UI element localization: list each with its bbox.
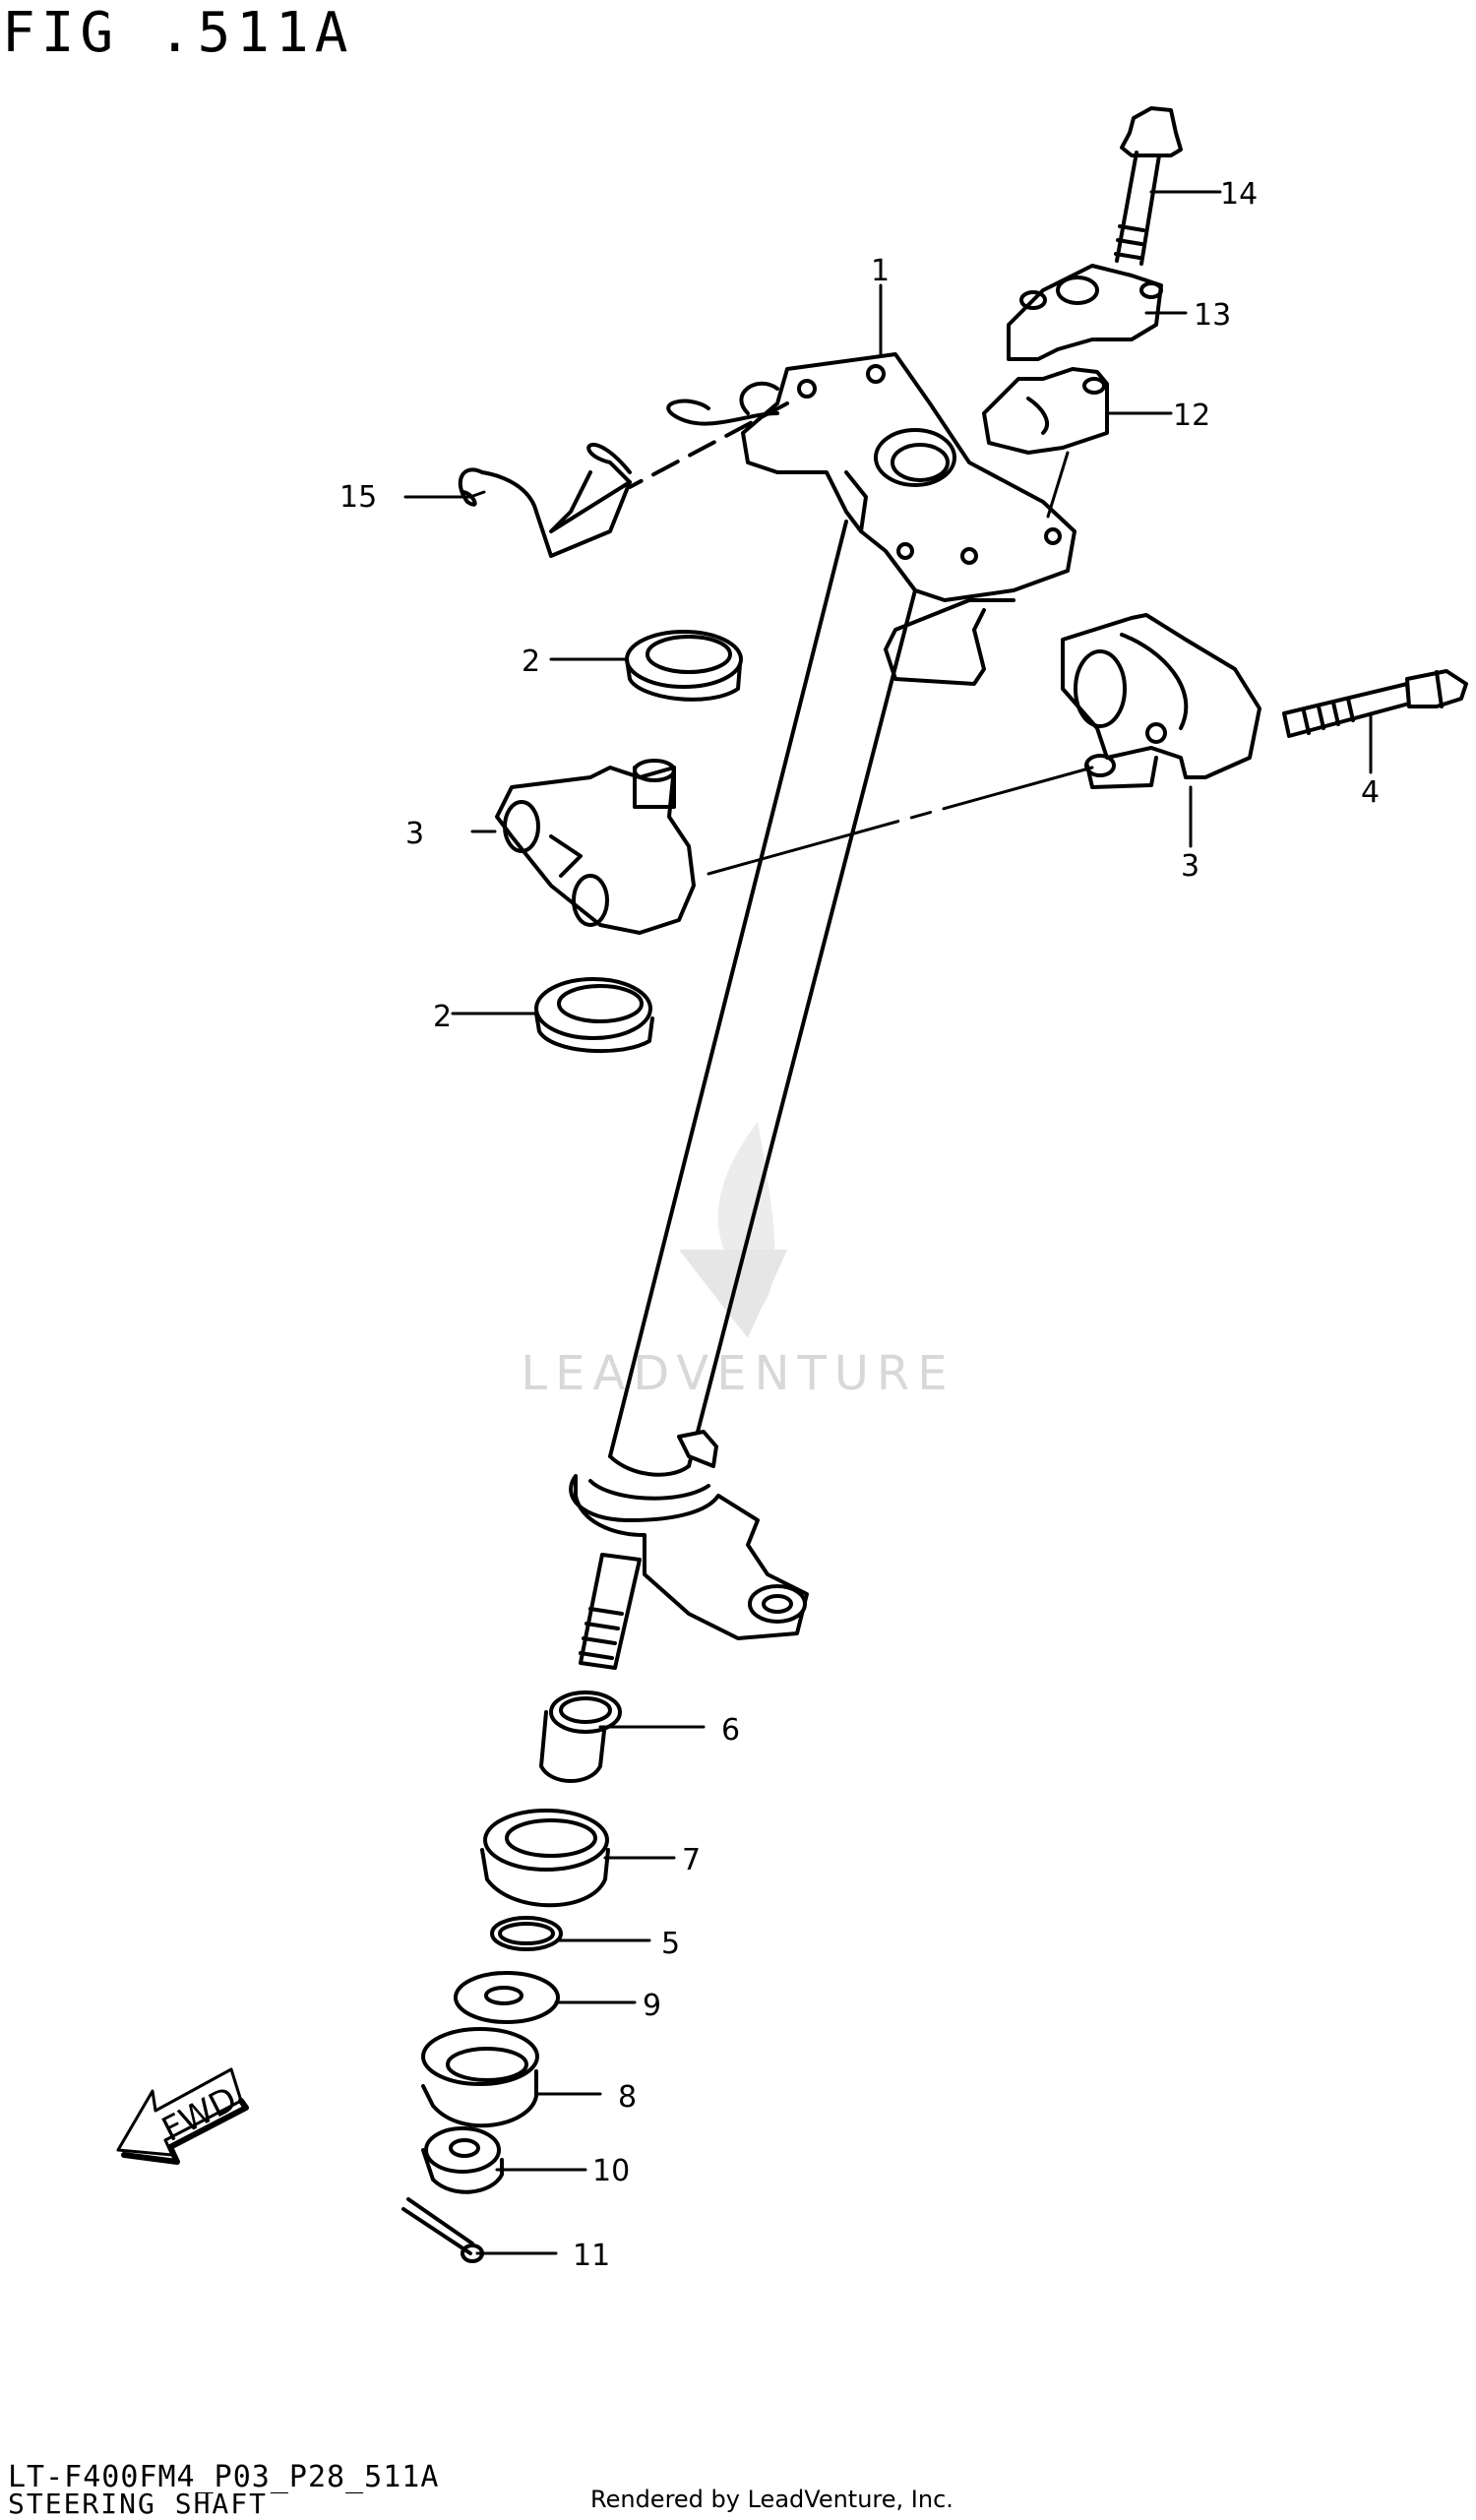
callout-5: 5 [661,1927,680,1961]
watermark: LEADVENTURE [521,1122,954,1401]
callout-4: 4 [1361,775,1380,810]
callout-12: 12 [1173,399,1210,433]
o-ring-5 [490,1916,563,1951]
wire-clip [458,381,789,558]
bearing-housing-7 [480,1809,610,1908]
nut-10 [421,2126,504,2194]
cable-guide [884,598,1015,686]
holder-bolt [1282,669,1468,738]
callout-3-right: 3 [1181,849,1199,884]
leader-lines [403,190,1373,2255]
callout-2-upper: 2 [522,645,540,679]
callout-15: 15 [339,480,377,515]
shaft-holder-left [495,759,696,935]
handlebar-holder [982,106,1183,519]
bushing-6 [539,1690,622,1783]
diagram-code: LT-F400FM4_P03_P28_511A [8,2460,440,2494]
holder-alignment-line [707,766,1094,876]
callout-14: 14 [1220,177,1258,212]
callout-numbers: 1 2 2 3 3 4 5 6 7 8 9 10 11 12 13 14 15 [339,177,1380,2273]
diagram-name: STEERING SHAFT [8,2488,269,2520]
rendered-by-credit: Rendered by LeadVenture, Inc. [590,2486,953,2513]
callout-13: 13 [1194,298,1231,333]
shaft-holder-right [1061,613,1261,789]
fwd-arrow: FWD [116,2067,249,2165]
cotter-pin-11 [401,2197,484,2263]
callout-3-left: 3 [405,817,424,851]
seal-upper [625,630,743,702]
callout-6: 6 [721,1713,740,1748]
callout-9: 9 [643,1989,661,2023]
dust-cover-8 [421,2027,539,2128]
callout-10: 10 [592,2154,630,2188]
figure-title: FIG .511A [2,1,354,65]
callout-2-lower: 2 [433,1000,452,1034]
callout-11: 11 [573,2239,610,2273]
callout-8: 8 [618,2080,637,2115]
callout-7: 7 [682,1843,701,1877]
washer-9 [454,1971,560,2024]
steering-shaft [569,352,1076,1670]
seal-lower [534,977,654,1054]
watermark-text: LEADVENTURE [521,1346,954,1401]
callout-1: 1 [871,254,890,288]
